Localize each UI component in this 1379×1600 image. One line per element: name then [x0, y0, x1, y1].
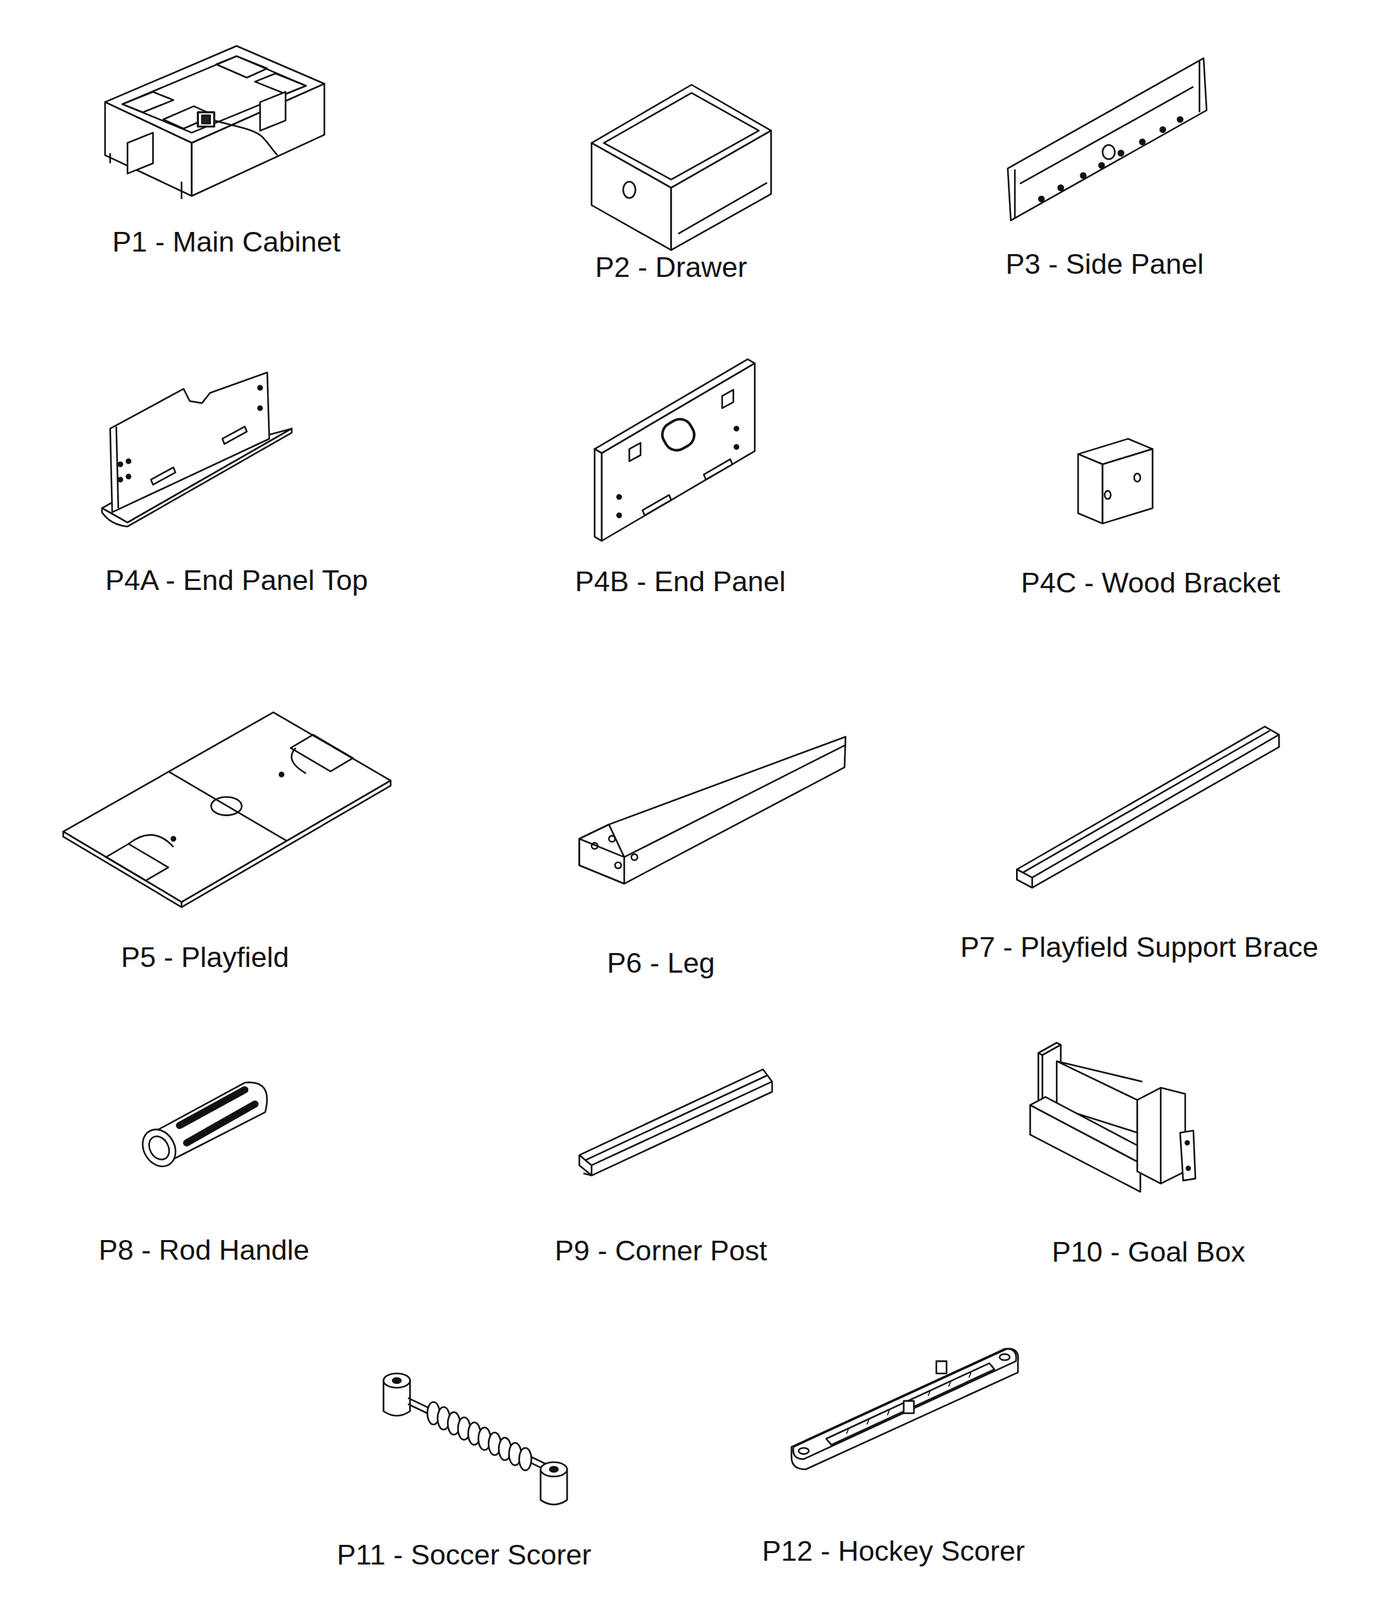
part-label: P10 - Goal Box — [1052, 1235, 1246, 1268]
part-label: P8 - Rod Handle — [98, 1233, 310, 1266]
part-label: P9 - Corner Post — [554, 1234, 768, 1267]
hockey-scorer-drawing — [791, 1347, 1019, 1469]
drawer-drawing — [591, 84, 771, 251]
support-brace-drawing — [1016, 726, 1279, 888]
part-label: P5 - Playfield — [120, 941, 289, 973]
part-label: P12 - Hockey Scorer — [762, 1534, 1025, 1567]
soccer-scorer-drawing — [383, 1372, 567, 1504]
end-panel-drawing — [594, 359, 756, 541]
part-label: P4A - End Panel Top — [105, 564, 368, 597]
part-label: P3 - Side Panel — [1005, 248, 1205, 280]
side-panel-drawing — [1007, 58, 1207, 221]
leg-drawing — [579, 736, 846, 884]
part-label: P6 - Leg — [606, 946, 715, 979]
goal-box-drawing — [1029, 1042, 1196, 1192]
part-label: P11 - Soccer Scorer — [336, 1538, 592, 1571]
main-cabinet-drawing — [105, 46, 325, 200]
rod-handle-drawing — [136, 1081, 268, 1172]
playfield-drawing — [63, 711, 391, 908]
part-label: P7 - Playfield Support Brace — [960, 931, 1319, 963]
part-label: P1 - Main Cabinet — [112, 226, 341, 258]
part-label: P4B - End Panel — [575, 565, 787, 598]
end-panel-top-drawing — [101, 372, 292, 527]
part-label: P2 - Drawer — [594, 251, 747, 284]
corner-post-drawing — [579, 1069, 773, 1176]
part-label: P4C - Wood Bracket — [1021, 566, 1281, 599]
wood-bracket-drawing — [1078, 438, 1153, 524]
